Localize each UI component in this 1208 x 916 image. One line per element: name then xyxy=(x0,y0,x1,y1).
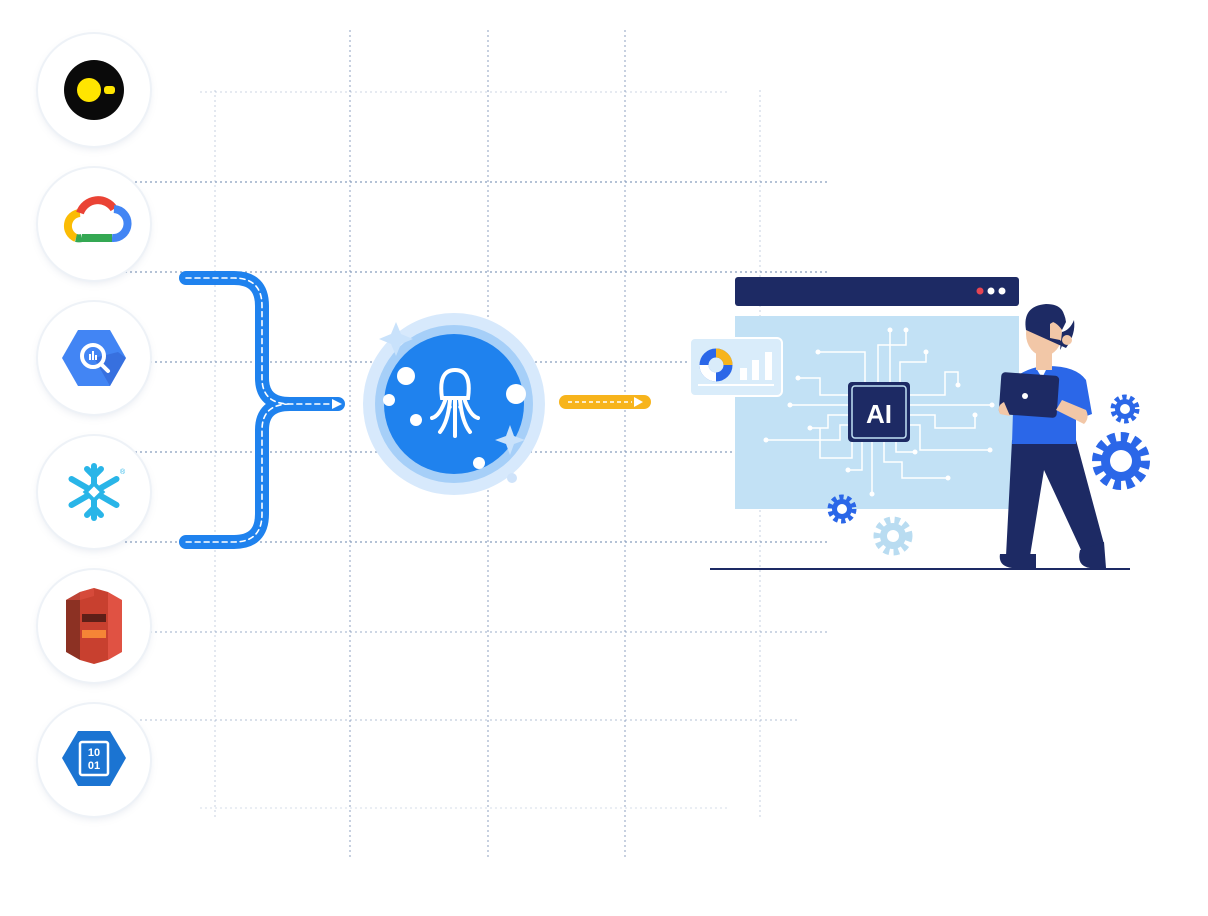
svg-text:®: ® xyxy=(120,468,126,476)
bigquery-icon xyxy=(62,330,126,386)
gear-icon xyxy=(827,494,857,524)
window-control-dot xyxy=(987,287,995,295)
gear-icon xyxy=(1110,394,1140,424)
merge-brace-connector xyxy=(179,271,345,549)
source-snowflake: ® xyxy=(38,436,150,548)
gear-icon xyxy=(873,516,913,556)
ai-dashboard-window: AI xyxy=(689,277,1019,509)
window-control-dot xyxy=(976,287,984,295)
source-bigquery xyxy=(38,302,150,414)
brace-arrowhead xyxy=(332,399,342,409)
hub-node xyxy=(363,313,545,495)
source-amazon-s3 xyxy=(38,570,150,682)
amazon-s3-icon xyxy=(66,588,122,664)
octopus-icon xyxy=(430,367,480,438)
output-arrow xyxy=(559,395,651,409)
source-dark-circle-logo xyxy=(38,34,150,146)
circuit-traces xyxy=(766,330,992,494)
ai-chip-label: AI xyxy=(866,399,892,429)
azure-label-line-1: 10 xyxy=(88,747,100,759)
ai-chip xyxy=(848,382,910,442)
sparkle-icon xyxy=(379,322,413,356)
azure-blob-storage-icon: 10 01 xyxy=(62,731,126,786)
google-cloud-icon xyxy=(63,196,132,243)
window-title-bar xyxy=(735,277,1019,306)
source-google-cloud xyxy=(38,168,150,280)
gear-icon xyxy=(1092,432,1150,490)
dark-circle-logo-icon xyxy=(64,60,124,120)
snowflake-icon: ® xyxy=(68,463,126,521)
window-control-dot xyxy=(998,287,1006,295)
azure-label-line-2: 01 xyxy=(88,760,100,772)
bar-chart-icon xyxy=(740,352,772,380)
donut-chart-icon xyxy=(699,348,733,382)
person-with-laptop-illustration xyxy=(998,304,1106,568)
source-azure-blob-storage: 10 01 xyxy=(38,704,150,816)
sparkle-icon xyxy=(495,425,525,455)
